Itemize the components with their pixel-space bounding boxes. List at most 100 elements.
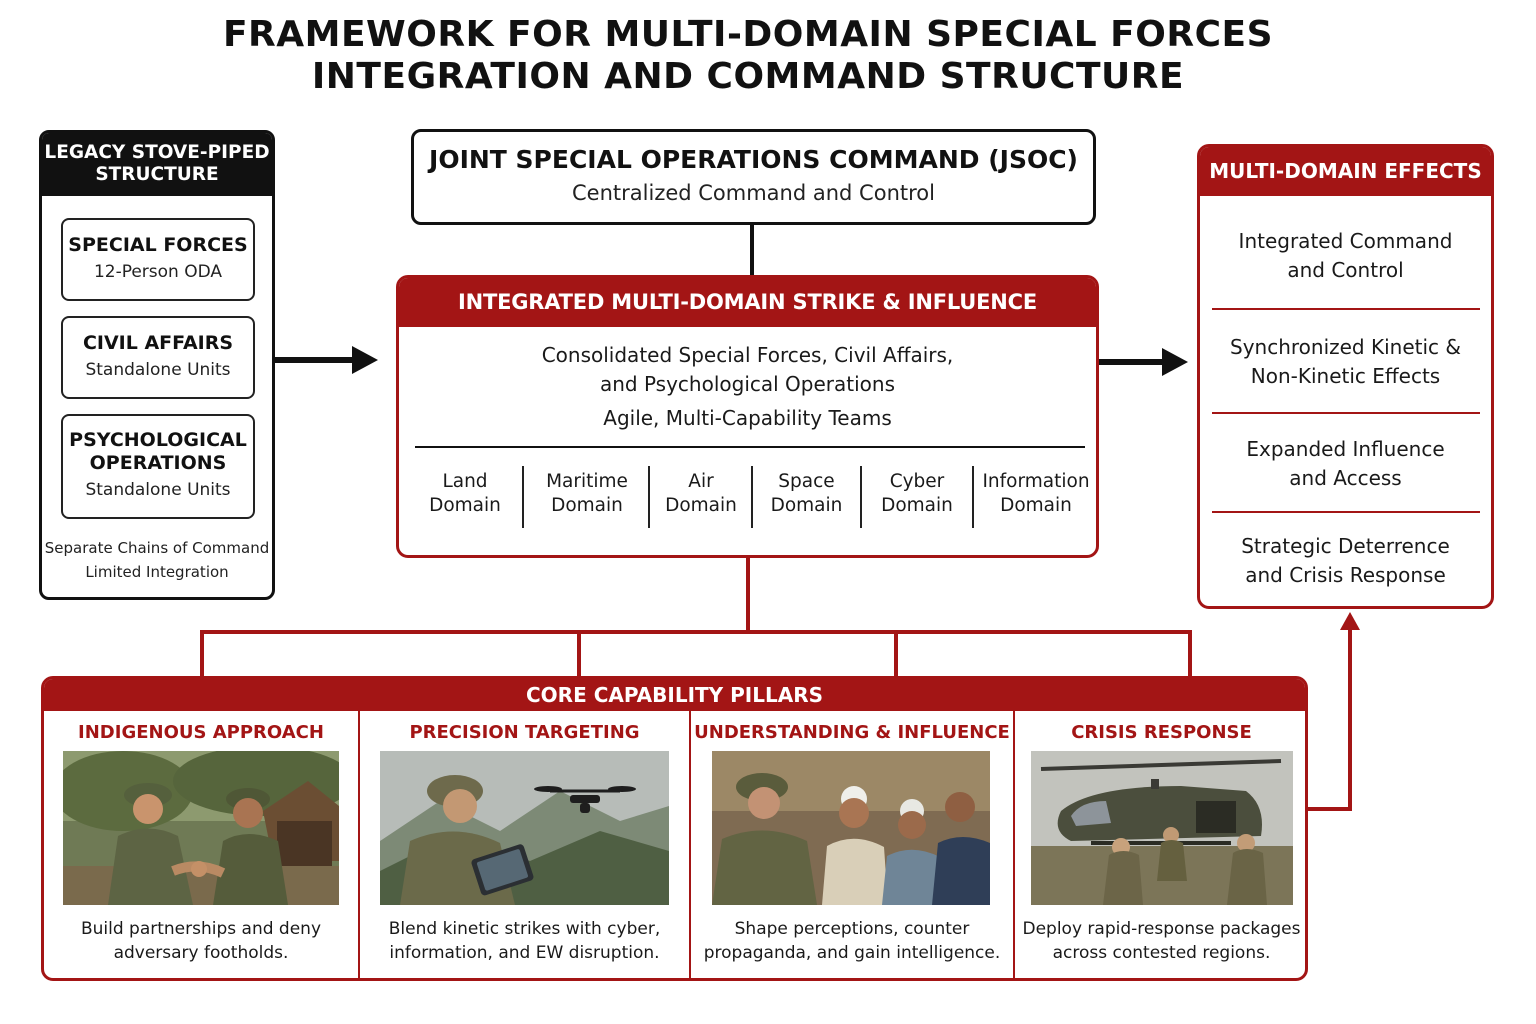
domain-name: Air — [688, 471, 714, 492]
effect-line2: and Crisis Response — [1245, 563, 1446, 587]
diagram-title-line1: FRAMEWORK FOR MULTI-DOMAIN SPECIAL FORCE… — [222, 14, 1274, 55]
pillar-desc-line1: Build partnerships and deny — [80, 919, 322, 939]
effects-header: MULTI-DOMAIN EFFECTS — [1200, 147, 1491, 196]
pillar-separator — [358, 711, 360, 978]
pillar-desc-line2: across contested regions. — [1052, 943, 1271, 963]
legacy-header-line2: STRUCTURE — [95, 164, 219, 185]
effect-item: Expanded Influence and Access — [1200, 435, 1491, 493]
diagram-title: FRAMEWORK FOR MULTI-DOMAIN SPECIAL FORCE… — [0, 14, 1496, 98]
domain-air: Air Domain — [651, 470, 751, 518]
complex-header: INTEGRATED MULTI-DOMAIN STRIKE & INFLUEN… — [399, 278, 1096, 363]
unit-name: SPECIAL FORCES — [68, 234, 248, 256]
legacy-header-line1: LEGACY STOVE-PIPED — [44, 142, 270, 163]
pillar-title-understanding-influence: UNDERSTANDING & INFLUENCE — [694, 722, 1010, 743]
helicopter-deployment-photo — [1031, 751, 1293, 905]
complex-line1: Consolidated Special Forces, Civil Affai… — [541, 343, 954, 367]
partnership-handshake-photo — [63, 751, 339, 905]
domain-suffix: Domain — [770, 495, 843, 516]
legacy-unit-civil-affairs: CIVIL AFFAIRS Standalone Units — [61, 316, 255, 399]
domain-suffix: Domain — [551, 495, 623, 516]
pillar-desc-line1: Shape perceptions, counter — [734, 919, 970, 939]
legacy-note-line2: Limited Integration — [85, 563, 229, 581]
arrow-right-icon — [275, 346, 378, 374]
jsoc-title: JOINT SPECIAL OPERATIONS COMMAND (JSOC) — [429, 145, 1078, 174]
legacy-header: LEGACY STOVE-PIPED STRUCTURE — [42, 133, 272, 196]
complex-line3: Agile, Multi-Capability Teams — [603, 406, 892, 430]
domain-information: Information Domain — [975, 470, 1096, 518]
effect-line1: Synchronized Kinetic & — [1230, 335, 1461, 359]
domain-separator — [522, 466, 524, 528]
effect-line1: Strategic Deterrence — [1241, 534, 1450, 558]
domain-space: Space Domain — [754, 470, 859, 518]
effect-line2: and Control — [1287, 258, 1404, 282]
domain-name: Space — [778, 471, 835, 492]
integrated-complex-box: INTEGRATED MULTI-DOMAIN STRIKE & INFLUEN… — [396, 275, 1099, 558]
effect-divider — [1212, 511, 1480, 513]
unit-desc: Standalone Units — [85, 360, 231, 380]
effect-divider — [1212, 412, 1480, 414]
legacy-unit-psyops: PSYCHOLOGICAL OPERATIONS Standalone Unit… — [61, 414, 255, 519]
domain-maritime: Maritime Domain — [525, 470, 649, 518]
domain-suffix: Domain — [881, 495, 953, 516]
pillar-desc-line1: Blend kinetic strikes with cyber, — [388, 919, 661, 939]
domain-suffix: Domain — [429, 495, 501, 516]
legacy-unit-special-forces: SPECIAL FORCES 12-Person ODA — [61, 218, 255, 301]
arrow-right-icon — [1099, 348, 1188, 376]
effect-line1: Integrated Command — [1238, 229, 1453, 253]
pillars-connector — [200, 558, 1192, 678]
complex-divider — [415, 446, 1085, 448]
pillar-desc-line2: information, and EW disruption. — [389, 943, 660, 963]
unit-name: CIVIL AFFAIRS — [82, 332, 234, 354]
multi-domain-effects-box: MULTI-DOMAIN EFFECTS Integrated Command … — [1197, 144, 1494, 609]
domain-name: Maritime — [546, 471, 628, 492]
pillars-header: CORE CAPABILITY PILLARS — [44, 679, 1305, 711]
pillar-title-indigenous-approach: INDIGENOUS APPROACH — [78, 722, 324, 743]
effect-line2: Non-Kinetic Effects — [1250, 364, 1441, 388]
domain-cyber: Cyber Domain — [863, 470, 971, 518]
domain-separator — [860, 466, 862, 528]
domain-name: Land — [442, 471, 488, 492]
effect-item: Synchronized Kinetic & Non-Kinetic Effec… — [1200, 333, 1491, 391]
domain-suffix: Domain — [665, 495, 737, 516]
pillar-title-crisis-response: CRISIS RESPONSE — [1071, 722, 1252, 743]
legacy-note: Separate Chains of Command Limited Integ… — [42, 536, 272, 584]
domain-separator — [751, 466, 753, 528]
pillar-desc-precision-targeting: Blend kinetic strikes with cyber, inform… — [360, 917, 689, 965]
pillar-desc-line1: Deploy rapid-response packages — [1022, 919, 1301, 939]
effect-divider — [1212, 308, 1480, 310]
drone-operator-photo — [380, 751, 669, 905]
domain-suffix: Domain — [1000, 495, 1072, 516]
legacy-note-line1: Separate Chains of Command — [44, 539, 270, 557]
complex-line2: and Psychological Operations — [599, 372, 896, 396]
effect-item: Integrated Command and Control — [1200, 227, 1491, 285]
domain-separator — [648, 466, 650, 528]
unit-desc: 12-Person ODA — [93, 262, 223, 282]
pillar-desc-line2: adversary footholds. — [113, 943, 289, 963]
effect-item: Strategic Deterrence and Crisis Response — [1200, 532, 1491, 590]
diagram-title-line2: INTEGRATION AND COMMAND STRUCTURE — [311, 56, 1185, 97]
jsoc-subtitle: Centralized Command and Control — [572, 181, 935, 205]
core-capability-pillars-box: CORE CAPABILITY PILLARS INDIGENOUS APPRO… — [41, 676, 1308, 981]
unit-name-line1: PSYCHOLOGICAL — [69, 429, 247, 451]
complex-description: Consolidated Special Forces, Civil Affai… — [399, 341, 1096, 433]
unit-desc: Standalone Units — [85, 480, 231, 500]
pillar-title-precision-targeting: PRECISION TARGETING — [409, 722, 640, 743]
domain-land: Land Domain — [407, 470, 523, 518]
domain-name: Information — [982, 471, 1090, 492]
effect-line2: and Access — [1289, 466, 1402, 490]
jsoc-box: JOINT SPECIAL OPERATIONS COMMAND (JSOC) … — [411, 129, 1096, 225]
domain-name: Cyber — [889, 471, 945, 492]
pillar-desc-indigenous-approach: Build partnerships and deny adversary fo… — [44, 917, 358, 965]
pillar-separator — [1013, 711, 1015, 978]
pillar-desc-crisis-response: Deploy rapid-response packages across co… — [1015, 917, 1305, 965]
effect-line1: Expanded Influence — [1246, 437, 1445, 461]
unit-name-line2: OPERATIONS — [89, 452, 227, 474]
domain-separator — [972, 466, 974, 528]
pillar-separator — [689, 711, 691, 978]
pillar-desc-line2: propaganda, and gain intelligence. — [703, 943, 1001, 963]
pillar-desc-understanding-influence: Shape perceptions, counter propaganda, a… — [691, 917, 1013, 965]
arrow-up-icon — [1308, 612, 1360, 811]
legacy-structure-box: LEGACY STOVE-PIPED STRUCTURE SPECIAL FOR… — [39, 130, 275, 600]
community-engagement-photo — [712, 751, 990, 905]
